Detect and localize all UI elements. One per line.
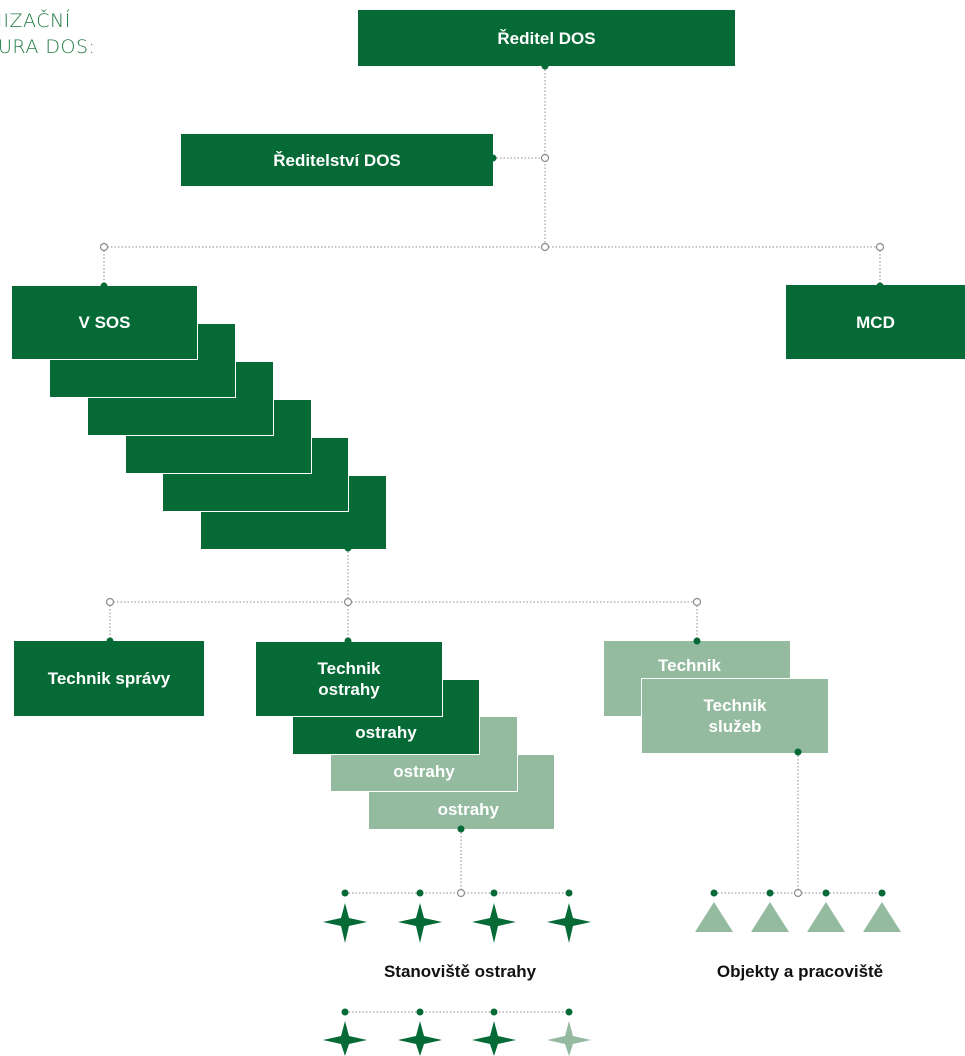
triangle-icon <box>751 902 789 932</box>
mcd-box: MCD <box>786 285 965 359</box>
triangle-icon <box>695 902 733 932</box>
technik-sluzeb-label: Technik služeb <box>703 696 767 736</box>
v-sos-label: V SOS <box>78 313 131 332</box>
mcd-label: MCD <box>856 312 895 332</box>
chart-heading: GANIZAČNÍ UKTURA DOS: <box>0 10 96 58</box>
guard-post-icons-row-2 <box>323 1021 591 1056</box>
ostrahy-label-3: ostrahy <box>437 800 499 819</box>
technik-back-label: Technik <box>658 656 721 675</box>
directorate-box: Ředitelství DOS <box>181 134 493 186</box>
four-point-star-icon <box>398 903 442 943</box>
object-icons-row <box>695 902 901 932</box>
objects-caption: Objekty a pracoviště <box>716 962 884 981</box>
guard-post-icons-row-1 <box>323 903 591 943</box>
director-label: Ředitel DOS <box>497 28 596 48</box>
four-point-star-icon <box>547 1021 591 1056</box>
v-sos-box: V SOS <box>11 285 198 360</box>
director-box: Ředitel DOS <box>358 10 735 66</box>
technik-spravy-label: Technik správy <box>47 669 171 688</box>
four-point-star-icon <box>323 903 367 943</box>
ostrahy-label-2: ostrahy <box>393 762 455 781</box>
four-point-star-icon <box>323 1021 367 1056</box>
technik-ostrahy-label: Technik ostrahy <box>317 659 381 699</box>
technik-sluzeb-box: Technik služeb <box>641 678 829 754</box>
triangle-icon <box>807 902 845 932</box>
four-point-star-icon <box>472 903 516 943</box>
triangle-icon <box>863 902 901 932</box>
four-point-star-icon <box>472 1021 516 1056</box>
four-point-star-icon <box>398 1021 442 1056</box>
guard-posts-caption: Stanoviště ostrahy <box>383 962 537 981</box>
directorate-label: Ředitelství DOS <box>273 150 401 170</box>
technik-spravy-box: Technik správy <box>14 641 204 716</box>
four-point-star-icon <box>547 903 591 943</box>
ostrahy-label-1: ostrahy <box>355 723 417 742</box>
technik-ostrahy-box: Technik ostrahy <box>255 641 443 717</box>
